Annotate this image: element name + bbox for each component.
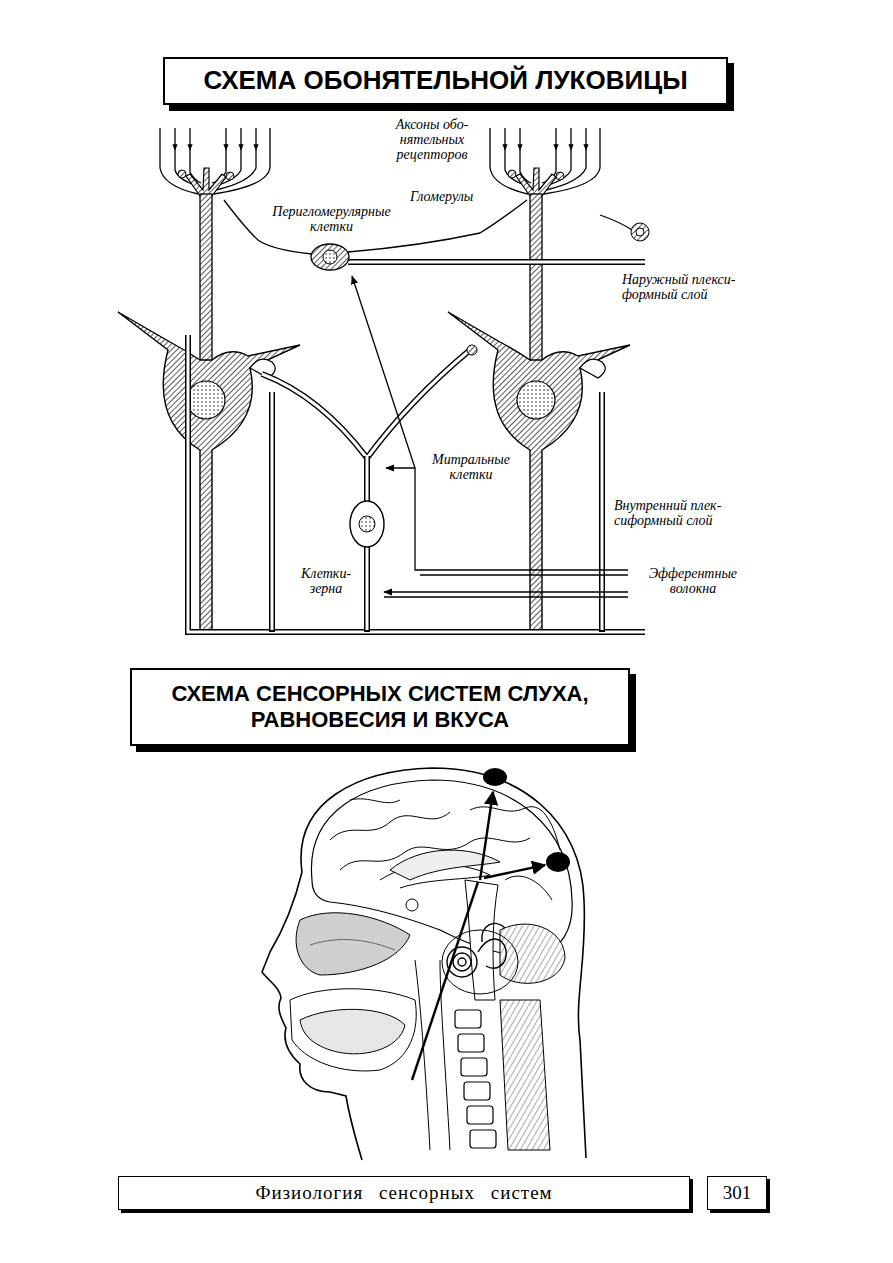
text-stack: 301 — [717, 1180, 758, 1206]
drawing-part — [271, 392, 274, 630]
drawing-part — [500, 924, 565, 983]
part-label: Эфферентные волокна — [636, 566, 750, 596]
drawing-part — [359, 516, 375, 532]
drawing-part — [546, 852, 570, 872]
drawing-part — [262, 350, 470, 632]
drawing-part — [470, 807, 560, 850]
drawing-part — [224, 200, 632, 254]
drawing-part — [467, 345, 477, 355]
part-label: Митральные клетки — [423, 452, 519, 482]
drawing-part — [350, 501, 384, 547]
drawing-part — [311, 244, 349, 270]
drawing-part — [352, 276, 628, 597]
text-stack: СХЕМА СЕНСОРНЫХ СИСТЕМ СЛУХА, РАВНОВЕСИЯ… — [132, 677, 628, 738]
part-label: Клетки- зерна — [292, 566, 360, 596]
drawing-part — [483, 768, 507, 786]
text-stack: Физиология сенсорных систем — [249, 1180, 558, 1206]
drawing-part — [323, 250, 337, 264]
drawing-part — [262, 350, 470, 458]
drawing-part — [470, 1130, 496, 1148]
footer-text: Физиология сенсорных систем — [249, 1180, 558, 1206]
drawing-part — [300, 1009, 405, 1054]
drawing-part — [348, 261, 645, 264]
drawing-part — [262, 350, 470, 458]
drawing-part — [458, 1034, 484, 1052]
drawing-part — [500, 1000, 550, 1150]
heading-text: СХЕМА ОБОНЯТЕЛЬНОЙ ЛУКОВИЦЫ — [193, 61, 697, 100]
drawing-part — [386, 468, 628, 570]
drawing-part — [269, 392, 275, 632]
drawing-part — [352, 276, 415, 468]
drawing-part — [350, 799, 400, 803]
drawing-part — [188, 335, 645, 632]
part-label: Наружный плекси- формный слой — [620, 272, 764, 302]
drawing-part — [420, 574, 628, 575]
drawing-part — [348, 259, 645, 265]
drawing-part — [480, 792, 493, 880]
drawing-part — [412, 792, 545, 1080]
drawing-part — [467, 1106, 493, 1124]
drawing-part — [482, 923, 505, 942]
page-number-box: 301 — [707, 1176, 767, 1210]
drawing-part — [505, 876, 552, 900]
heading-box: СХЕМА ОБОНЯТЕЛЬНОЙ ЛУКОВИЦЫ — [163, 57, 728, 105]
drawing-part — [330, 799, 560, 900]
part-label: Аксоны обо- нятельных рецепторов — [376, 117, 488, 162]
drawing-part — [600, 215, 632, 230]
part-label: Внутренний плек- сиформный слой — [612, 498, 756, 528]
drawing-part — [464, 1082, 490, 1100]
footer-text: 301 — [717, 1180, 758, 1206]
drawing-part — [599, 392, 605, 632]
drawing-part — [188, 335, 645, 632]
drawing-part — [442, 930, 518, 994]
drawing-part — [631, 223, 649, 241]
part-label: Гломерулы — [408, 189, 475, 204]
drawing-part — [296, 913, 410, 975]
footer-box: Физиология сенсорных систем — [118, 1176, 690, 1210]
text-stack: СХЕМА ОБОНЯТЕЛЬНОЙ ЛУКОВИЦЫ — [193, 61, 697, 100]
drawing-part — [384, 596, 628, 597]
drawing-part — [412, 882, 478, 1080]
drawing-part — [455, 1010, 481, 1028]
drawing-part — [455, 1010, 496, 1148]
drawing-part — [406, 899, 418, 911]
drawing-part — [188, 335, 645, 632]
drawing-part — [290, 989, 416, 1071]
drawing-part — [384, 591, 628, 592]
part-label: Перигломерулярные клетки — [262, 204, 401, 234]
drawing-part — [601, 392, 604, 630]
heading-box: СХЕМА СЕНСОРНЫХ СИСТЕМ СЛУХА, РАВНОВЕСИЯ… — [130, 668, 630, 746]
drawing-part — [415, 960, 430, 1150]
drawing-part — [636, 228, 644, 236]
drawing-part — [310, 940, 395, 950]
drawing-part — [330, 812, 450, 840]
drawing-part — [453, 953, 471, 971]
drawing-part — [461, 1058, 487, 1076]
heading-text: СХЕМА СЕНСОРНЫХ СИСТЕМ СЛУХА, РАВНОВЕСИЯ… — [132, 677, 628, 738]
drawing-part — [458, 958, 466, 966]
drawing-part — [484, 865, 545, 878]
drawing-part — [478, 939, 506, 968]
